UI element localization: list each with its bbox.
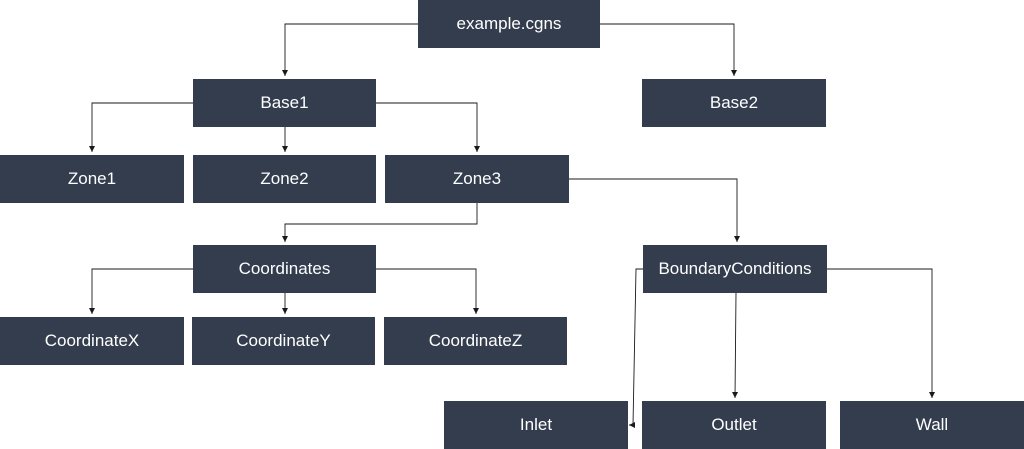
- node-boundaryconditions: BoundaryConditions: [643, 245, 827, 293]
- node-inlet: Inlet: [444, 401, 628, 449]
- connector-boundaryconditions-outlet: [732, 292, 739, 399]
- connector-coordinates-coordinatez: [376, 268, 479, 314]
- connector-boundaryconditions-wall: [827, 268, 935, 398]
- connector-root-base1: [282, 23, 418, 76]
- node-coordinatez: CoordinateZ: [384, 317, 567, 365]
- node-base2: Base2: [642, 79, 826, 127]
- node-root-example-cgns: example.cgns: [418, 0, 600, 48]
- node-zone1: Zone1: [0, 155, 184, 203]
- connector-zone3-boundaryconditions: [569, 178, 740, 242]
- node-base1: Base1: [193, 79, 376, 127]
- node-wall: Wall: [840, 401, 1024, 449]
- connector-boundaryconditions-inlet: [629, 268, 643, 428]
- connector-base1-zone3: [376, 102, 480, 152]
- connector-base1-zone1: [89, 102, 193, 152]
- node-coordinates: Coordinates: [193, 245, 376, 293]
- connector-coordinates-coordinatex: [89, 268, 193, 314]
- connector-zone3-coordinates: [282, 203, 478, 242]
- node-outlet: Outlet: [642, 401, 826, 449]
- node-zone2: Zone2: [193, 155, 376, 203]
- node-coordinatex: CoordinateX: [0, 317, 184, 365]
- connector-root-base2: [600, 23, 737, 76]
- node-coordinatey: CoordinateY: [192, 317, 375, 365]
- node-zone3: Zone3: [385, 155, 569, 203]
